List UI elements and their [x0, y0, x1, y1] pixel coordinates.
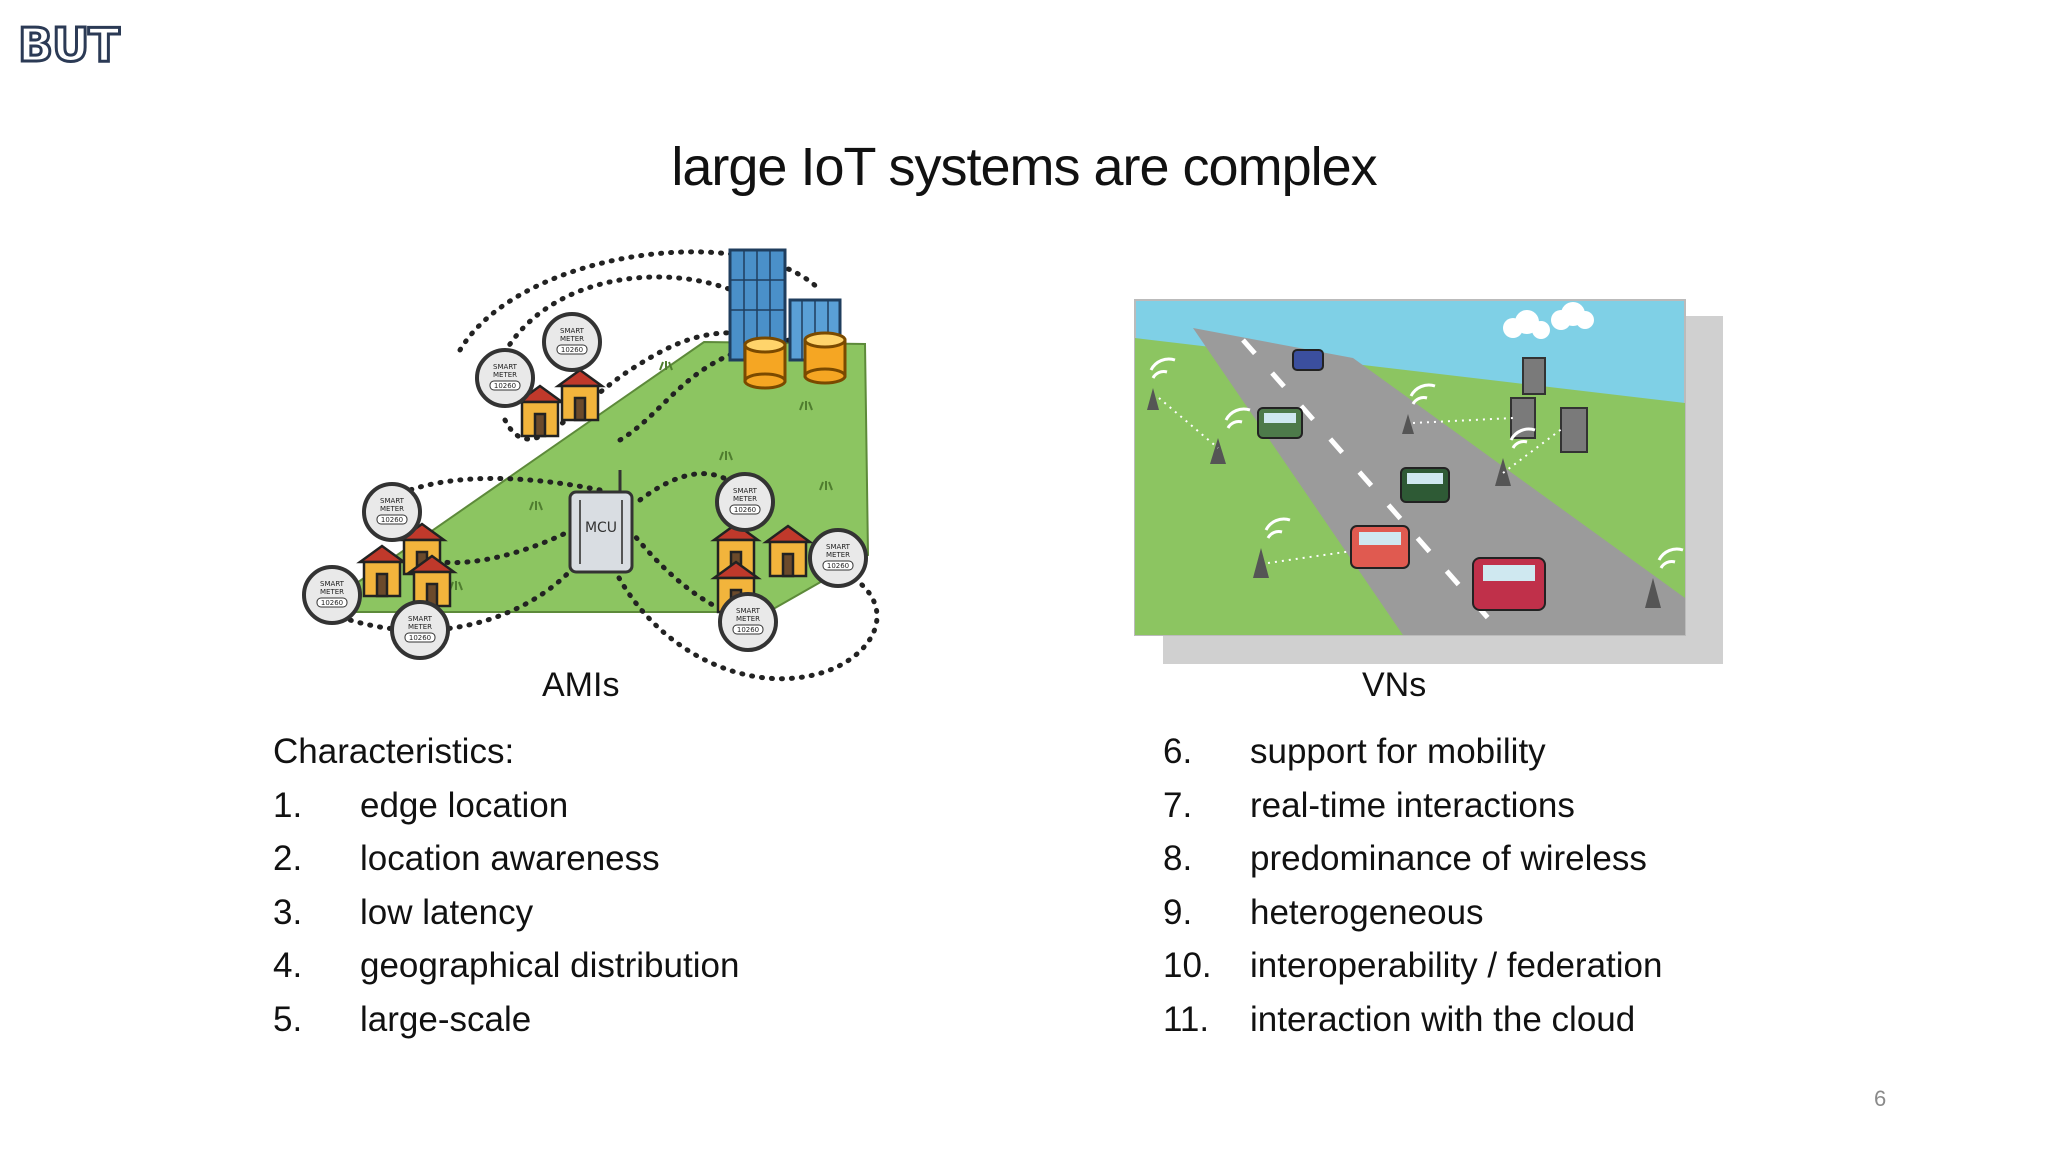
- list-item: 1. edge location: [273, 779, 568, 833]
- office-buildings: [728, 248, 847, 390]
- meter-reading: 10260: [734, 506, 756, 514]
- list-text: edge location: [360, 785, 569, 825]
- smart-meters: SMART METER 10260 SMART METER 10260 SMAR…: [302, 312, 868, 660]
- mcu-device: MCU: [568, 470, 634, 574]
- list-number: 5.: [273, 999, 303, 1039]
- vn-illustration: [1134, 299, 1723, 664]
- mcu-label: MCU: [585, 520, 617, 536]
- smart-meter-icon: SMART METER 10260: [542, 312, 602, 372]
- list-text: interaction with the cloud: [1250, 999, 1636, 1039]
- page-number: 6: [1874, 1086, 1887, 1111]
- list-number: 9.: [1163, 892, 1193, 932]
- meter-label: SMART: [736, 607, 761, 615]
- smart-meter-icon: SMART METER 10260: [302, 565, 362, 625]
- car-icon-dark-green: [1400, 467, 1450, 503]
- house-icon: [762, 524, 814, 578]
- list-item: 5. large-scale: [273, 993, 531, 1047]
- characteristics-list-left: Characteristics: 1. edge location 2. loc…: [273, 725, 739, 1047]
- meter-reading: 10260: [827, 562, 849, 570]
- car-icon-red: [1350, 525, 1410, 569]
- meter-reading: 10260: [409, 634, 431, 642]
- car-icon-crimson: [1472, 557, 1546, 611]
- meter-label: SMART: [826, 543, 851, 551]
- list-number: 8.: [1163, 839, 1193, 879]
- slide-title: large IoT systems are complex: [671, 137, 1377, 197]
- meter-label: METER: [408, 623, 432, 631]
- smart-meter-icon: SMART METER 10260: [390, 600, 450, 660]
- connection-line: [502, 330, 783, 442]
- meter-label: METER: [380, 505, 404, 513]
- meter-label: SMART: [320, 580, 345, 588]
- meter-label: SMART: [733, 487, 758, 495]
- meter-label: SMART: [380, 497, 405, 505]
- connection-line: [407, 475, 603, 493]
- characteristics-heading: Characteristics:: [273, 725, 514, 779]
- smart-meter-icon: SMART METER 10260: [718, 592, 778, 652]
- meter-reading: 10260: [381, 516, 403, 524]
- meter-reading: 10260: [494, 382, 516, 390]
- meter-reading: 10260: [737, 626, 759, 634]
- meter-label: METER: [736, 615, 760, 623]
- list-text: location awareness: [360, 839, 660, 879]
- network-links: [1158, 397, 1564, 564]
- list-number: 3.: [273, 892, 303, 932]
- list-text: predominance of wireless: [1250, 839, 1647, 879]
- car-icon-blue: [1292, 349, 1324, 371]
- car-icon-green: [1257, 407, 1303, 439]
- smart-meter-icon: SMART METER 10260: [362, 482, 422, 542]
- connection-line: [347, 557, 583, 633]
- list-text: geographical distribution: [360, 946, 740, 986]
- list-number: 7.: [1163, 785, 1193, 825]
- antennas: [1147, 388, 1661, 608]
- meter-label: METER: [320, 588, 344, 596]
- logo: BUT: [17, 17, 122, 74]
- list-text: heterogeneous: [1250, 892, 1484, 932]
- clouds: [1503, 302, 1594, 339]
- meter-label: SMART: [408, 615, 433, 623]
- list-item: 2. location awareness: [273, 832, 660, 886]
- list-text: real-time interactions: [1250, 785, 1575, 825]
- meter-label: SMART: [493, 363, 518, 371]
- list-text: support for mobility: [1250, 732, 1546, 771]
- list-text: low latency: [360, 892, 534, 932]
- vn-caption: VNs: [1362, 666, 1427, 704]
- ami-illustration: MCU SMART METER 10260 SMART METER 10260 …: [302, 248, 880, 682]
- list-number: 4.: [273, 946, 303, 986]
- list-item: 4. geographical distribution: [273, 939, 739, 993]
- meter-label: METER: [826, 551, 850, 559]
- smart-meter-icon: SMART METER 10260: [715, 472, 775, 532]
- database-icon: [743, 336, 787, 390]
- meter-label: METER: [560, 335, 584, 343]
- smart-meter-icon: SMART METER 10260: [808, 528, 868, 588]
- ami-caption: AMIs: [542, 666, 620, 704]
- list-text: large-scale: [360, 999, 532, 1039]
- meter-label: METER: [493, 371, 517, 379]
- list-number: 2.: [273, 839, 303, 879]
- list-number: 10.: [1163, 946, 1212, 986]
- meter-label: SMART: [560, 327, 585, 335]
- smart-meter-icon: SMART METER 10260: [475, 348, 535, 408]
- list-number: 1.: [273, 785, 303, 825]
- house-icon: [356, 544, 408, 598]
- heading-text: Characteristics:: [273, 732, 515, 771]
- list-item: 3. low latency: [273, 886, 533, 940]
- list-text: interoperability / federation: [1250, 946, 1663, 986]
- list-number: 6.: [1163, 732, 1193, 771]
- connection-line: [457, 249, 823, 353]
- list-number: 11.: [1163, 999, 1210, 1039]
- wireless-signal-icons: [1149, 357, 1684, 569]
- house-icon: [554, 368, 606, 422]
- connection-line: [607, 557, 880, 682]
- meter-reading: 10260: [321, 599, 343, 607]
- database-icon: [803, 331, 847, 385]
- houses: [356, 368, 814, 614]
- meter-reading: 10260: [561, 346, 583, 354]
- meter-label: METER: [733, 495, 757, 503]
